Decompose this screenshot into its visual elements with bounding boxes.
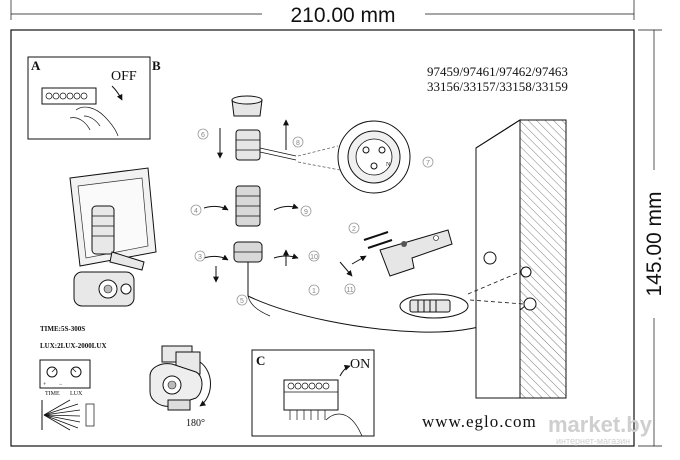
svg-text:8: 8 [296, 140, 300, 147]
rotate-arrow-icon [273, 203, 299, 211]
panel-c-letter: C [256, 353, 265, 368]
rotate-arrow-icon [203, 204, 229, 211]
svg-text:2: 2 [352, 226, 356, 233]
panel-a-off-label: OFF [111, 69, 137, 84]
panel-c-on-label: ON [350, 357, 370, 372]
terminal-block-icon [41, 87, 97, 105]
lux-range-label: LUX:2LUX-2000LUX [40, 342, 107, 350]
height-dimension: 145.00 mm [638, 29, 666, 447]
svg-text:N: N [386, 162, 391, 168]
sheet-border [10, 29, 635, 447]
sensor-rotation-illustration: 180° [149, 345, 211, 429]
motion-sensor-head-icon [73, 271, 135, 307]
panel-b-letter: B [152, 58, 161, 73]
svg-text:5: 5 [240, 298, 244, 305]
svg-text:+: + [43, 382, 47, 388]
on-arrow-icon [339, 364, 351, 377]
hand-icon [69, 106, 119, 137]
watermark: market.by интернет-магазин [548, 412, 653, 446]
sensor-dials: + − TIME LUX [39, 359, 91, 397]
watermark-brand: market.by [548, 412, 653, 437]
screws-icon [339, 231, 393, 277]
connector-detail-icon: N [297, 120, 411, 194]
height-label: 145.00 mm [643, 191, 666, 296]
width-label: 210.00 mm [290, 4, 395, 27]
svg-text:10: 10 [310, 254, 318, 261]
panel-c: C ON [251, 349, 375, 437]
cable-gland-exploded [231, 95, 531, 333]
panel-a: A OFF [27, 56, 151, 140]
dial-lux-label: LUX [70, 391, 83, 397]
svg-text:9: 9 [304, 209, 308, 216]
width-dimension: 210.00 mm [10, 0, 635, 27]
svg-text:7: 7 [426, 160, 430, 167]
wall-plug-icon [399, 293, 469, 319]
rotation-angle-label: 180° [186, 418, 205, 429]
dial-time-label: TIME [45, 391, 60, 397]
panel-a-letter: A [31, 58, 41, 73]
svg-text:6: 6 [201, 132, 205, 139]
step-callouts: 1 2 3 4 5 6 7 8 9 10 11 [190, 128, 434, 306]
hand-icon [325, 413, 363, 437]
model-numbers-line2: 33156/33157/33158/33159 [427, 79, 568, 94]
svg-text:4: 4 [194, 208, 198, 215]
floodlight-lamp-illustration [69, 167, 157, 307]
terminal-block-icon [283, 379, 339, 420]
model-numbers-line1: 97459/97461/97462/97463 [427, 64, 568, 79]
svg-text:1: 1 [312, 288, 316, 295]
svg-text:3: 3 [198, 254, 202, 261]
watermark-subtitle: интернет-магазин [556, 436, 630, 446]
time-range-label: TIME:5S-300S [40, 325, 85, 333]
website-url: www.eglo.com [422, 412, 537, 431]
off-arrow-icon [111, 85, 123, 101]
svg-text:11: 11 [346, 287, 353, 294]
wall-illustration [467, 119, 567, 399]
detection-range-icon [41, 399, 95, 431]
rotate-arrow-icon [273, 253, 299, 260]
mounting-bracket-icon [379, 229, 453, 277]
rotate-arrow-icon [203, 254, 229, 261]
svg-text:−: − [59, 382, 63, 388]
